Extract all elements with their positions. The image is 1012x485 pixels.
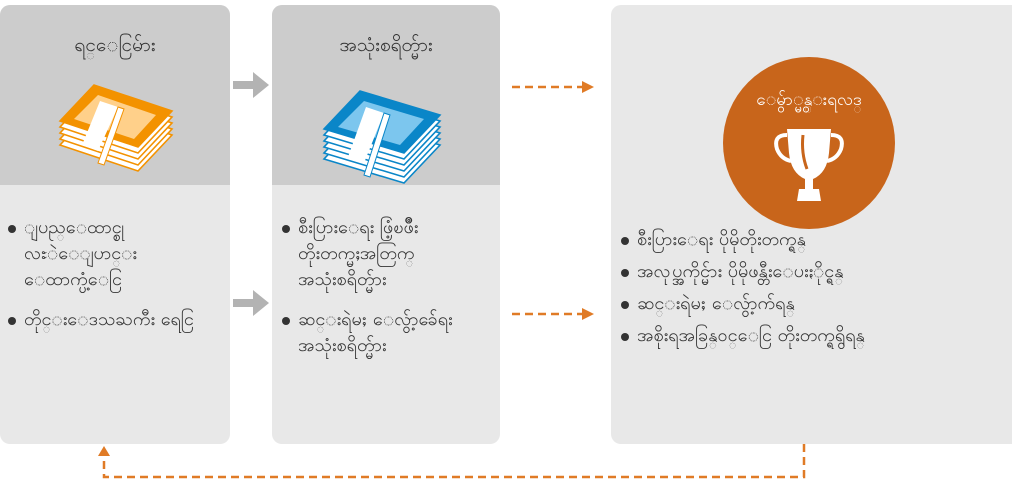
- dashed-arrow-right-icon: [512, 307, 594, 321]
- bullet-dot: [8, 225, 16, 233]
- list-item: စီးပြားေရး ပိုမိုတိုးတက္ရန္: [621, 227, 1006, 253]
- list-item: ဆင္းရဲမႈ ေလွ်ာ့ခ်ေရး အသုံးစရိတ္မ်ား: [282, 307, 497, 359]
- expenditure-bullet-list: စီးပြားေရး ဖြံ့ၿဖိဳး တိုးတက္မႈအတြက္ အသုံ…: [282, 215, 497, 359]
- outcome-bullet-list: စီးပြားေရး ပိုမိုတိုးတက္ရန္ အလုပ္အကိုင္မ…: [621, 227, 1006, 349]
- trophy-icon: [773, 123, 845, 213]
- list-item: အစိုးရအခြန္ဝင္ေငြ တိုးတက္ရရွိရန္: [621, 323, 1006, 349]
- outcome-label: ေမွ်ာ္မွန္းရလဒ္: [756, 90, 862, 110]
- revenue-panel: ရင္ေငြမ်ား ျပည္ေထာင္စု လႊဲေျပာင္း ေထာက္ပ…: [0, 5, 230, 444]
- bullet-dot: [621, 333, 629, 341]
- arrow-right-icon: [233, 72, 269, 98]
- feedback-loop-arrow: [90, 440, 812, 485]
- blue-cash-stack-icon: [316, 85, 446, 185]
- revenue-bullet-list: ျပည္ေထာင္စု လႊဲေျပာင္း ေထာက္ပံ့ေငြ တိုင္…: [8, 215, 223, 333]
- bullet-dot: [621, 237, 629, 245]
- list-item: ျပည္ေထာင္စု လႊဲေျပာင္း ေထာက္ပံ့ေငြ: [8, 215, 223, 293]
- bullet-dot: [8, 317, 16, 325]
- dashed-arrow-right-icon: [512, 80, 594, 94]
- arrow-right-icon: [233, 290, 269, 316]
- bullet-dot: [621, 301, 629, 309]
- revenue-panel-title: ရင္ေငြမ်ား: [74, 34, 156, 56]
- expenditure-panel: အသုံးစရိတ္မ်ား စီးပြားေရး ဖြံ့ၿဖိဳး တိုး…: [272, 5, 500, 444]
- orange-cash-stack-icon: [52, 83, 178, 173]
- bullet-dot: [621, 269, 629, 277]
- list-item: တိုင္းေဒသႀကီး ရေငြ: [8, 307, 223, 333]
- outcome-badge: ေမွ်ာ္မွန္းရလဒ္: [723, 57, 895, 229]
- list-item: အလုပ္အကိုင္မ်ား ပိုမိုဖန္တီးေပးႏိုင္ရန္: [621, 259, 1006, 285]
- list-item: စီးပြားေရး ဖြံ့ၿဖိဳး တိုးတက္မႈအတြက္ အသုံ…: [282, 215, 497, 293]
- bullet-dot: [282, 225, 290, 233]
- expenditure-panel-title: အသုံးစရိတ္မ်ား: [339, 34, 433, 56]
- bullet-dot: [282, 317, 290, 325]
- list-item: ဆင္းရဲမႈ ေလွ်ာ့က်ရန္: [621, 291, 1006, 317]
